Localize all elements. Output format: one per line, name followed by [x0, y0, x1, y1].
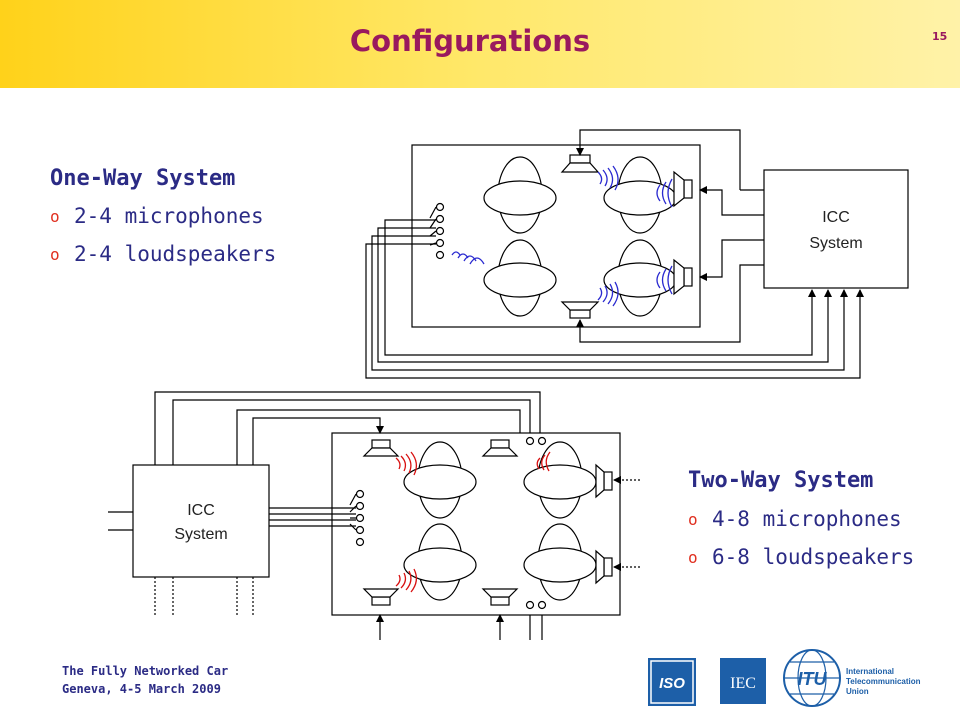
car-cabin-outline	[331, 432, 621, 616]
seat-icon	[483, 239, 557, 317]
footer-event-name: The Fully Networked Car	[62, 664, 229, 678]
loudspeaker-icon	[673, 258, 693, 296]
icc-system-box	[132, 464, 270, 578]
bullet-marker: o	[50, 206, 60, 226]
iec-logo-text: IEC	[730, 675, 756, 692]
loudspeaker-icon	[481, 439, 519, 457]
two-way-bullet-mics: o 4-8 microphones	[688, 500, 914, 538]
bullet-marker: o	[688, 547, 698, 567]
loudspeaker-icon	[673, 170, 693, 208]
seat-icon	[403, 441, 477, 519]
icc-system-box	[763, 169, 909, 289]
loudspeaker-icon	[362, 439, 400, 457]
loudspeaker-icon	[362, 588, 400, 606]
two-way-bullet-speakers: o 6-8 loudspeakers	[688, 538, 914, 576]
itu-logo-line2: Telecommunication	[846, 677, 921, 686]
bullet-text: 4-8 microphones	[712, 507, 902, 531]
one-way-bullet-speakers: o 2-4 loudspeakers	[50, 235, 276, 273]
iec-logo: IEC	[720, 658, 766, 704]
seat-icon	[403, 523, 477, 601]
itu-logo-line3: Union	[846, 687, 869, 696]
itu-logo: ITU International Telecommunication Unio…	[783, 649, 921, 707]
bullet-text: 2-4 loudspeakers	[74, 242, 277, 266]
iso-logo-text: ISO	[659, 675, 685, 692]
seat-icon	[523, 441, 597, 519]
loudspeaker-icon	[560, 301, 600, 319]
bullet-text: 6-8 loudspeakers	[712, 545, 915, 569]
icc-system-label: System	[174, 526, 227, 543]
icc-system-label: ICC	[822, 209, 850, 226]
footer-event-date: Geneva, 4-5 March 2009	[62, 682, 221, 696]
icc-system-label: ICC	[187, 502, 215, 519]
icc-system-label: System	[809, 235, 862, 252]
bullet-text: 2-4 microphones	[74, 204, 264, 228]
one-way-diagram	[365, 129, 909, 379]
loudspeaker-icon	[481, 588, 519, 606]
loudspeaker-icon	[595, 549, 613, 585]
page-number: 15	[932, 30, 948, 43]
microphone-icon	[349, 489, 365, 547]
itu-logo-mark: ITU	[798, 669, 828, 689]
loudspeaker-icon	[560, 154, 600, 173]
two-way-diagram	[108, 391, 640, 640]
two-way-heading: Two-Way System	[688, 468, 874, 493]
one-way-bullet-mics: o 2-4 microphones	[50, 197, 276, 235]
seat-icon	[603, 239, 677, 317]
bullet-marker: o	[688, 509, 698, 529]
one-way-heading: One-Way System	[50, 166, 236, 191]
microphone-icon	[525, 436, 547, 610]
two-way-bullet-list: o 4-8 microphones o 6-8 loudspeakers	[688, 500, 914, 576]
one-way-bullet-list: o 2-4 microphones o 2-4 loudspeakers	[50, 197, 276, 273]
seat-icon	[523, 523, 597, 601]
slide-title: Configurations	[349, 24, 591, 58]
microphone-icon	[429, 202, 445, 260]
loudspeaker-icon	[595, 463, 613, 499]
sound-wave-icon	[395, 451, 551, 593]
sound-wave-icon	[451, 165, 673, 307]
itu-logo-line1: International	[846, 667, 894, 676]
bullet-marker: o	[50, 244, 60, 264]
title-bar	[0, 0, 960, 88]
iso-logo: ISO	[648, 658, 696, 706]
seat-icon	[483, 156, 557, 234]
